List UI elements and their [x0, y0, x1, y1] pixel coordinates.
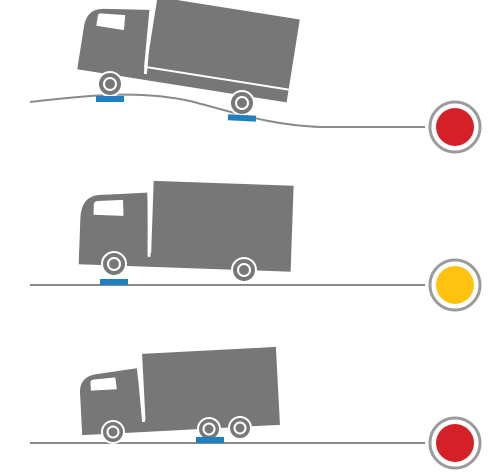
truck-icon: [80, 346, 280, 436]
sensor-pad: [196, 437, 224, 443]
rear-wheel: [197, 417, 221, 441]
sensor-pad: [100, 279, 128, 285]
scenario-1: [29, 0, 482, 154]
rear-wheel: [231, 257, 257, 283]
truck-icon: [77, 0, 300, 103]
front-wheel: [101, 420, 125, 444]
status-light-icon: [428, 100, 482, 154]
ground-line-uneven: [29, 93, 425, 128]
rear-wheel: [228, 416, 252, 440]
scenario-2: [30, 180, 482, 312]
sensor-pad: [227, 114, 257, 122]
truck-icon: [78, 180, 294, 272]
sensor-pad: [96, 96, 124, 102]
rear-wheel: [229, 90, 255, 116]
status-light-icon: [428, 416, 482, 470]
front-wheel: [101, 251, 127, 277]
status-light-icon: [428, 258, 482, 312]
front-wheel: [97, 71, 123, 97]
scenario-3: [30, 346, 482, 470]
